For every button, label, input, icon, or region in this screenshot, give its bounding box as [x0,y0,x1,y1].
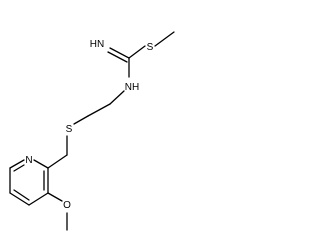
bond-ring-n-c6-inner [13,164,25,172]
bond-ring-c4-c3 [28,192,49,206]
bond-ring-c2-n [33,159,49,169]
bonds [9,31,175,231]
bond-amide-n-ch2 [109,90,125,105]
ring-n-label: N [25,155,32,166]
bond-s-amidine-c [128,45,146,59]
ether-o-label: O [63,200,71,211]
structure-diagram: HN S NH S N O [9,31,175,231]
bond-ring-ether-o [47,192,63,202]
amide-nh-label: NH [125,82,139,93]
bond-ring-c5-c4-inner [13,189,30,201]
bond-ring-c5-c4 [9,192,30,206]
bond-ch2-ch2 [87,103,111,117]
imine-nh-label: HN [90,39,104,50]
bond-methyl-s [154,31,175,47]
bond-amidine-c-imine-n-second [107,51,128,63]
bond-ch2-thioether-s [73,115,89,125]
thioether-s-label: S [66,124,73,135]
bond-ring-n-c6 [9,159,25,169]
atom-labels: HN S NH S N O [25,39,153,211]
bond-amidine-c-imine-n [109,47,130,59]
bond-ch2-ring [47,154,68,169]
thio-s-label: S [147,42,154,53]
